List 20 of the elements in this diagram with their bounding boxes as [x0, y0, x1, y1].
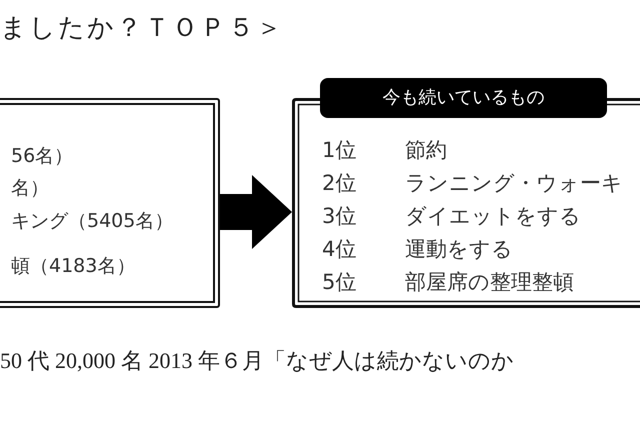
rank-label: 3位	[322, 204, 356, 230]
title: ましたか？ＴＯＰ５＞	[0, 12, 284, 44]
item-text: 節約	[405, 138, 447, 164]
panel-box	[0, 98, 220, 308]
item-text: キング（5405名）	[11, 210, 174, 233]
rank-label: 1位	[322, 138, 356, 164]
item-text: 頓（4183名）	[11, 255, 136, 278]
rank-label: 4位	[322, 237, 356, 262]
rank-label: 5位	[322, 270, 356, 296]
item-text: 56名）	[11, 145, 74, 168]
item-text: 名）	[11, 177, 49, 200]
item-text: 部屋席の整理整頓	[405, 270, 574, 296]
item-text: ダイエットをする	[405, 204, 581, 230]
heading-tab: 今も続いているもの	[320, 78, 607, 118]
caption: 50 代 20,000 名 2013 年６月「なぜ人は続かないのか	[0, 348, 514, 374]
block-arrow	[220, 175, 292, 249]
panel-box	[292, 78, 640, 308]
item-text: ランニング・ウォーキ	[405, 171, 623, 196]
rank-label: 2位	[322, 171, 356, 196]
item-text: 運動をする	[405, 237, 513, 262]
